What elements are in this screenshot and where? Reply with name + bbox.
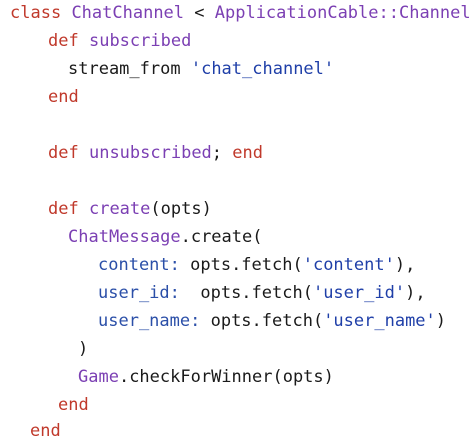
method-name: unsubscribed [88, 143, 212, 163]
code-line-4: end [48, 84, 79, 110]
class-name: ChatChannel [71, 3, 185, 23]
code-line-9: ChatMessage.create( [68, 224, 262, 250]
closing-paren: ) [435, 311, 447, 331]
code-line-11: user_id: opts.fetch('user_id'), [98, 280, 426, 306]
code-line-6: def unsubscribed; end [48, 140, 263, 166]
keyword-end: end [30, 421, 61, 441]
method-call: opts.fetch( [179, 255, 303, 275]
string-literal: 'chat_channel' [190, 59, 335, 79]
code-line-8: def create(opts) [48, 196, 212, 222]
code-line-3: stream_from 'chat_channel' [68, 56, 334, 82]
parent-class-name: ApplicationCable::Channel [214, 3, 471, 23]
hash-key: user_name: [98, 311, 201, 331]
closing-paren: ) [78, 339, 89, 359]
code-line-15: end [58, 392, 89, 418]
code-line-13: ) [78, 336, 88, 362]
method-call: .checkForWinner(opts) [118, 367, 334, 387]
method-call: .create( [180, 227, 263, 247]
string-literal: 'user_name' [323, 311, 436, 331]
code-line-16: end [30, 418, 61, 444]
keyword-end: end [232, 143, 264, 163]
code-line-14: Game.checkForWinner(opts) [78, 364, 334, 390]
method-name: subscribed [88, 31, 192, 51]
closing-paren: ), [405, 283, 426, 303]
statement-separator: ; [211, 143, 223, 163]
constant-name: ChatMessage [68, 227, 181, 247]
keyword-end: end [48, 87, 79, 107]
method-name: create [88, 199, 151, 219]
keyword-def: def [48, 31, 79, 51]
code-line-2: def subscribed [48, 28, 191, 54]
keyword-def: def [48, 199, 79, 219]
keyword-def: def [48, 143, 79, 163]
method-call: opts.fetch( [200, 311, 324, 331]
closing-paren: ), [394, 255, 416, 275]
code-line-10: content: opts.fetch('content'), [98, 252, 415, 278]
keyword-end: end [58, 395, 89, 415]
code-line-12: user_name: opts.fetch('user_name') [98, 308, 446, 334]
hash-key: user_id: [98, 283, 180, 303]
hash-key: content: [98, 255, 180, 275]
inherits-operator: < [184, 3, 215, 23]
code-line-1: class ChatChannel < ApplicationCable::Ch… [10, 0, 471, 26]
keyword-class: class [10, 3, 62, 23]
string-literal: 'user_id' [312, 283, 406, 303]
method-args: (opts) [150, 199, 212, 219]
constant-name: Game [78, 367, 119, 387]
string-literal: 'content' [302, 255, 395, 275]
method-call: opts.fetch( [179, 283, 313, 303]
method-call: stream_from [68, 59, 181, 79]
